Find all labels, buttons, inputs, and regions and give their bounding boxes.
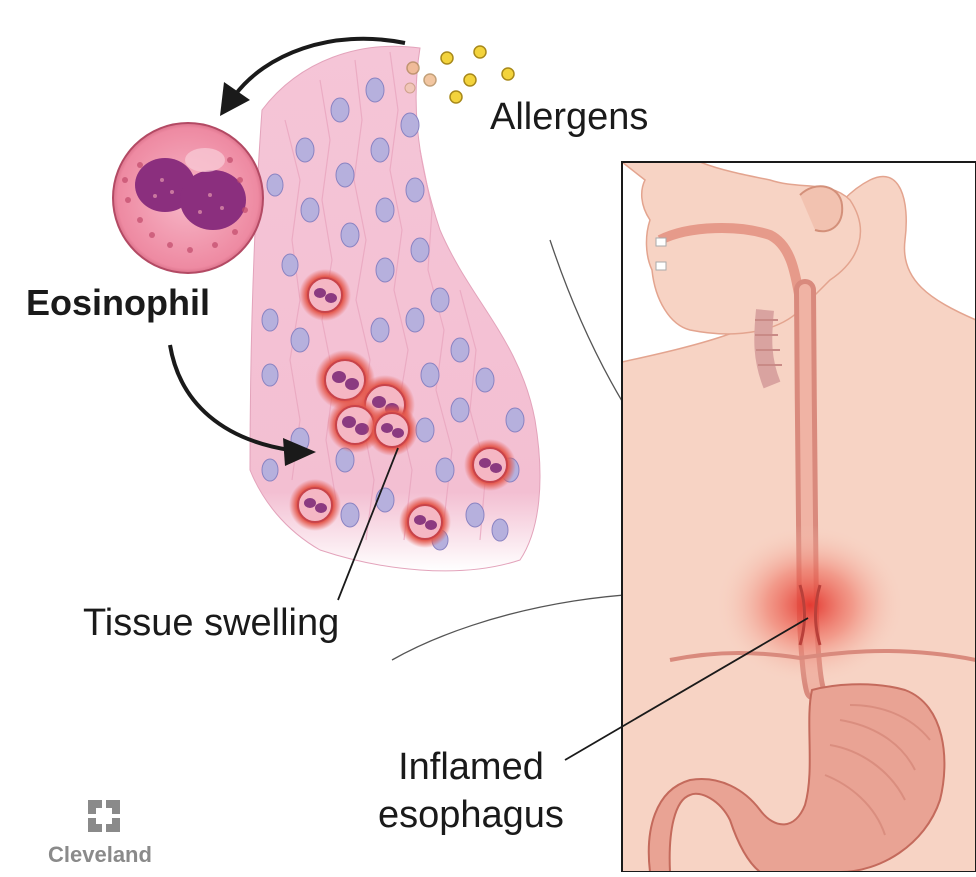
label-inflamed-esophagus: Inflamed esophagus xyxy=(378,743,564,839)
inflammation-glow xyxy=(715,525,905,685)
cleveland-clinic-cross-icon xyxy=(88,800,120,832)
allergen-particles xyxy=(405,46,514,103)
label-inflamed-line1: Inflamed xyxy=(378,743,564,791)
logo-text: Cleveland xyxy=(48,842,152,868)
eosinophil-cell xyxy=(113,123,263,273)
label-inflamed-line2: esophagus xyxy=(378,791,564,839)
label-allergens: Allergens xyxy=(490,96,648,139)
label-tissue-swelling: Tissue swelling xyxy=(83,602,339,645)
label-eosinophil: Eosinophil xyxy=(26,282,210,324)
body-panel xyxy=(622,162,976,872)
